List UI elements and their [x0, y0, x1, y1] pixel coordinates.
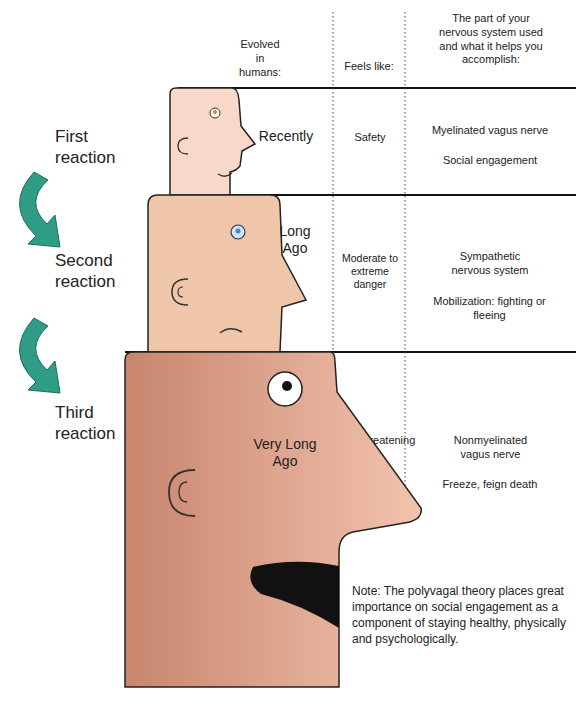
face-feature — [218, 173, 232, 176]
table-cell: Nonmyelinated vagus nerve — [443, 434, 538, 462]
face-feature — [178, 287, 183, 297]
face-feature — [179, 482, 187, 502]
face-feature — [236, 229, 241, 234]
face-feature — [172, 279, 188, 305]
table-cell: Social engagement — [415, 154, 565, 168]
reaction-label: Second reaction — [55, 250, 127, 293]
table-cell: Mobilization: fighting or fleeing — [432, 295, 547, 323]
face-feature — [210, 108, 220, 118]
era-label: Recently — [256, 128, 316, 145]
face-feature — [268, 372, 302, 406]
column-header: Evolved in humans: — [237, 38, 283, 79]
curved-arrow — [19, 318, 60, 393]
face-feature — [250, 562, 339, 628]
head-shape: Long Ago — [148, 195, 308, 352]
table-cell: Safety — [340, 131, 400, 145]
face-feature — [169, 470, 195, 516]
face-feature — [220, 329, 242, 333]
row-divider — [178, 87, 576, 89]
note: Note: The polyvagal theory places great … — [352, 583, 568, 647]
head-shape: Recently — [170, 88, 256, 195]
curved-arrow — [19, 172, 60, 247]
head-shape: Very Long Ago — [125, 352, 425, 687]
face-feature — [282, 381, 292, 391]
face-feature — [178, 138, 188, 154]
reaction-label: First reaction — [55, 126, 127, 169]
head-outline — [148, 195, 308, 352]
table-cell: Sympathetic nervous system — [440, 250, 540, 278]
column-header: Feels like: — [336, 60, 402, 74]
head-silhouette — [170, 88, 255, 195]
column-header: The part of your nervous system used and… — [432, 12, 550, 67]
reaction-label: Third reaction — [55, 402, 127, 445]
table-cell: Myelinated vagus nerve — [415, 124, 565, 138]
head-outline — [170, 88, 256, 195]
face-feature — [231, 225, 245, 239]
head-silhouette — [148, 195, 306, 352]
column-divider — [405, 12, 406, 505]
table-cell: Moderate to extreme danger — [335, 252, 405, 291]
table-cell: Freeze, feign death — [420, 478, 560, 492]
era-label: Long Ago — [274, 223, 316, 257]
era-label: Very Long Ago — [243, 436, 327, 470]
head-silhouette — [125, 352, 421, 687]
head-outline — [125, 352, 425, 687]
face-feature — [213, 110, 217, 114]
